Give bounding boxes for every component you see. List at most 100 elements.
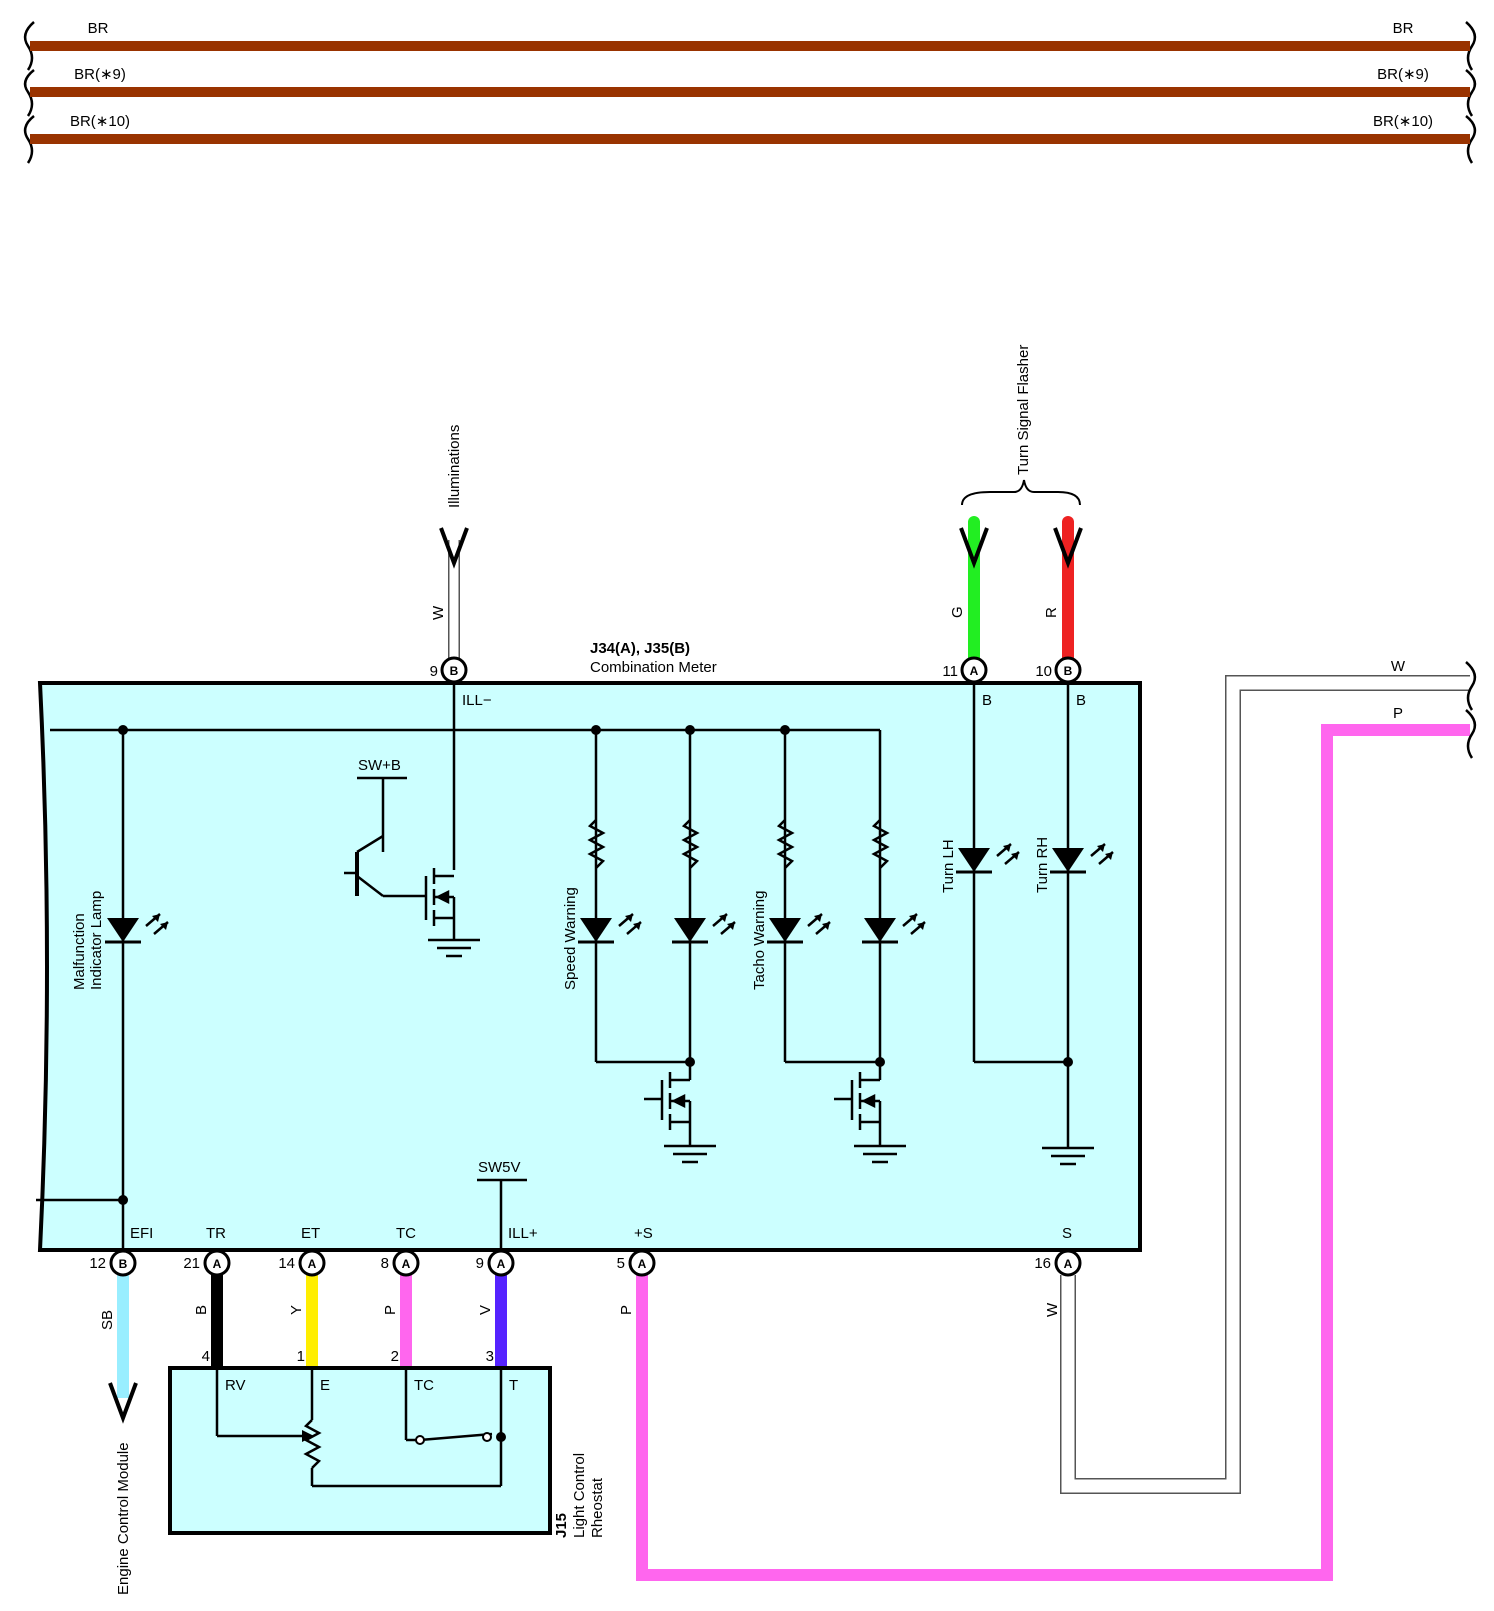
dest-illuminations: Illuminations xyxy=(446,425,463,508)
junctions xyxy=(118,725,1073,1205)
rheo-terminal-t: T xyxy=(509,1377,518,1394)
arrow-down-icon xyxy=(439,527,469,569)
bus-wire-label-right: BR(∗9) xyxy=(1377,66,1429,83)
bus-wire-label-left: BR xyxy=(88,20,109,37)
label-turn-lh: Turn LH xyxy=(940,839,957,893)
wire-label-p: P xyxy=(382,1305,399,1315)
connector-pin: A xyxy=(203,1249,231,1277)
bus-wire-br: BR BR xyxy=(23,20,1477,71)
svg-text:A: A xyxy=(402,1257,411,1271)
arrow-down-icon xyxy=(1053,527,1083,569)
terminal-plus-s: +S xyxy=(634,1225,653,1242)
right-wire-label-w: W xyxy=(1391,658,1406,675)
meter-internal-circuit xyxy=(36,683,1070,1250)
pin-number: 11 xyxy=(942,663,958,680)
label-sw5v: SW5V xyxy=(478,1159,521,1176)
terminal-s: S xyxy=(1062,1225,1072,1242)
pin-number: 21 xyxy=(183,1255,200,1272)
terminal-turn-rh-b: B xyxy=(1076,692,1086,709)
rheo-terminal-tc: TC xyxy=(414,1377,434,1394)
mosfet-icon xyxy=(834,1072,906,1164)
resistor-icon xyxy=(587,819,890,869)
bus-wire-label-left: BR(∗10) xyxy=(70,113,130,130)
wire-label-w: W xyxy=(1044,1302,1061,1317)
connector-pin: A xyxy=(487,1249,515,1277)
svg-text:A: A xyxy=(213,1257,222,1271)
meter-title-name: Combination Meter xyxy=(590,659,717,676)
arrow-down-icon xyxy=(108,1382,138,1424)
connector-pin: B xyxy=(440,656,468,684)
svg-text:B: B xyxy=(1064,664,1073,678)
bus-wire-br-9: BR(∗9) BR(∗9) xyxy=(23,66,1477,117)
connector-pin: A xyxy=(628,1249,656,1277)
ground-icon xyxy=(1042,1146,1094,1166)
mosfet-icon xyxy=(644,1072,716,1164)
connector-pin: B xyxy=(1054,656,1082,684)
wires: W P xyxy=(117,516,1477,1581)
terminal-turn-lh-b: B xyxy=(982,692,992,709)
right-wire-label-p: P xyxy=(1393,705,1403,722)
wire-label-g: G xyxy=(949,606,966,618)
wire-label-p: P xyxy=(618,1305,635,1315)
terminal-et: ET xyxy=(301,1225,320,1242)
rheostat-name-line1: Light Control xyxy=(571,1453,588,1538)
svg-text:A: A xyxy=(638,1257,647,1271)
rheo-pin-number: 3 xyxy=(486,1348,494,1365)
connector-pin: B xyxy=(109,1249,137,1277)
bus-wire-label-right: BR(∗10) xyxy=(1373,113,1433,130)
led-icon-turn-rh xyxy=(1050,843,1114,874)
combination-meter-body xyxy=(37,681,1142,1252)
turn-signal-flasher-brace xyxy=(961,479,1081,506)
rheostat-circuit xyxy=(215,1368,503,1488)
svg-text:B: B xyxy=(450,664,459,678)
arrows xyxy=(108,527,1083,1424)
label-mil-line1: Malfunction xyxy=(71,913,88,990)
rheo-pin-number: 4 xyxy=(202,1348,210,1365)
connector-pin: A xyxy=(1054,1249,1082,1277)
wire-label-w: W xyxy=(430,605,447,620)
pin-number: 14 xyxy=(278,1255,295,1272)
led-icon-mil xyxy=(105,913,169,944)
switch-icon xyxy=(419,1432,493,1442)
potentiometer-wiper-icon xyxy=(302,1430,314,1442)
rheostat-name-line2: Rheostat xyxy=(589,1477,606,1538)
led-icon xyxy=(672,913,736,944)
pin-number: 9 xyxy=(476,1255,484,1272)
svg-text:A: A xyxy=(308,1257,317,1271)
svg-text:A: A xyxy=(497,1257,506,1271)
dest-engine-control-module: Engine Control Module xyxy=(115,1442,132,1595)
dest-turn-signal-flasher: Turn Signal Flasher xyxy=(1015,345,1032,475)
label-mil-line2: Indicator Lamp xyxy=(88,891,105,990)
light-control-rheostat-body xyxy=(168,1366,552,1535)
rheo-pin-number: 2 xyxy=(391,1348,399,1365)
wire-label-r: R xyxy=(1043,607,1060,618)
terminal-ill-minus: ILL− xyxy=(462,692,492,709)
meter-title-id: J34(A), J35(B) xyxy=(590,640,690,657)
bus-wire-br-10: BR(∗10) BR(∗10) xyxy=(23,113,1477,164)
wire-label-sb: SB xyxy=(99,1310,116,1330)
connector-pin: A xyxy=(960,656,988,684)
led-icon-turn-lh xyxy=(956,843,1020,874)
terminal-efi: EFI xyxy=(130,1225,153,1242)
bus-wires: BR BR BR(∗9) BR(∗9) BR(∗10) BR(∗10) xyxy=(23,20,1477,164)
pin-number: 9 xyxy=(430,663,438,680)
terminal-ill-plus: ILL+ xyxy=(508,1225,538,1242)
wire-label-b: B xyxy=(193,1305,210,1315)
led-icon xyxy=(862,913,926,944)
bus-wire-label-right: BR xyxy=(1393,20,1414,37)
rheo-pin-number: 1 xyxy=(297,1348,305,1365)
rheo-terminal-rv: RV xyxy=(225,1377,246,1394)
label-turn-rh: Turn RH xyxy=(1034,837,1051,893)
wire-p-speed-signal xyxy=(636,724,1470,1581)
bus-wire-label-left: BR(∗9) xyxy=(74,66,126,83)
arrow-down-icon xyxy=(959,527,989,569)
led-icon-tacho-warning xyxy=(767,913,831,944)
rheostat-id: J15 xyxy=(553,1513,570,1538)
label-sw-b: SW+B xyxy=(358,757,401,774)
mosfet-icon xyxy=(424,868,480,958)
svg-text:A: A xyxy=(1064,1257,1073,1271)
wire-label-y: Y xyxy=(288,1305,305,1315)
rheo-terminal-e: E xyxy=(320,1377,330,1394)
terminal-tc: TC xyxy=(396,1225,416,1242)
